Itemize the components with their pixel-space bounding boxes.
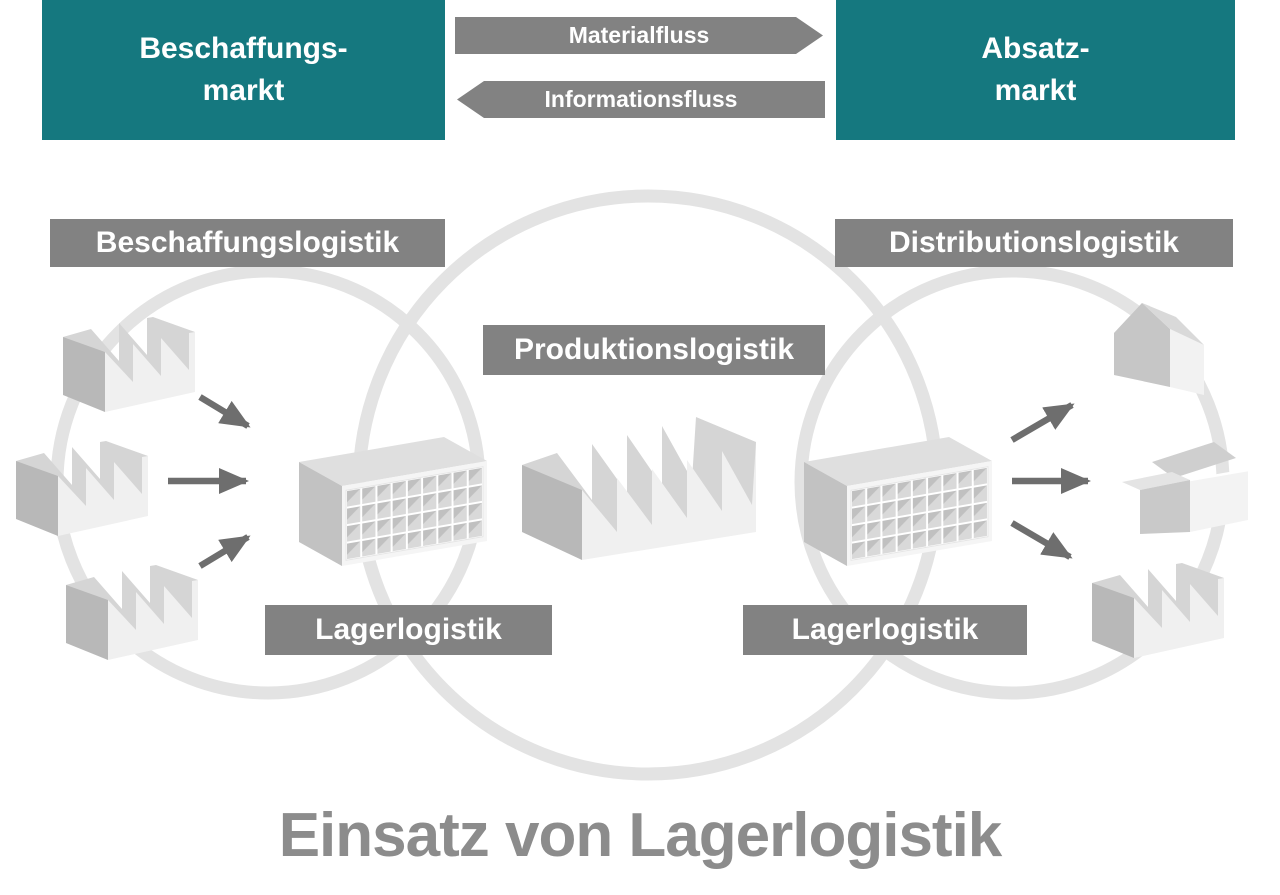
open-box-icon: [1120, 440, 1250, 536]
house-icon: [1114, 303, 1204, 395]
procurement-market-box: Beschaffungs- markt: [42, 0, 445, 140]
factory-icon: [16, 441, 148, 536]
arrow-icon: [1010, 402, 1075, 443]
factory-icon: [1092, 563, 1224, 658]
arrow-icon: [198, 534, 251, 569]
warehouse-logistics-right-label: Lagerlogistik: [791, 613, 979, 646]
production-logistics-label-box: Produktionslogistik: [483, 325, 825, 375]
factory-large-icon: [522, 417, 756, 560]
information-flow-arrow: Informationsfluss: [457, 81, 825, 118]
material-flow-label: Materialfluss: [568, 22, 710, 48]
material-flow-arrow: Materialfluss: [455, 17, 823, 54]
procurement-logistics-label-box: Beschaffungslogistik: [50, 219, 445, 267]
warehouse-shelf-icon: [803, 436, 993, 567]
warehouse-logistics-left-label: Lagerlogistik: [315, 613, 502, 646]
arrow-icon: [1010, 520, 1073, 560]
warehouse-logistics-right-label-box: Lagerlogistik: [743, 605, 1027, 655]
distribution-logistics-label-box: Distributionslogistik: [835, 219, 1233, 267]
warehouse-shelf-icon: [298, 436, 488, 567]
sales-market-box: Absatz- markt: [836, 0, 1235, 140]
information-flow-label: Informationsfluss: [544, 86, 738, 112]
arrow-icon: [198, 394, 251, 429]
page-title: Einsatz von Lagerlogistik: [278, 801, 1003, 870]
warehouse-logistics-left-label-box: Lagerlogistik: [265, 605, 552, 655]
sales-market-label: Absatz- markt: [981, 32, 1090, 107]
production-logistics-label: Produktionslogistik: [513, 333, 795, 366]
procurement-market-label: Beschaffungs- markt: [139, 32, 348, 107]
procurement-logistics-label: Beschaffungslogistik: [95, 226, 400, 259]
supplier-arrows: [168, 394, 251, 569]
customer-arrows: [1010, 402, 1091, 560]
distribution-logistics-label: Distributionslogistik: [888, 226, 1179, 259]
